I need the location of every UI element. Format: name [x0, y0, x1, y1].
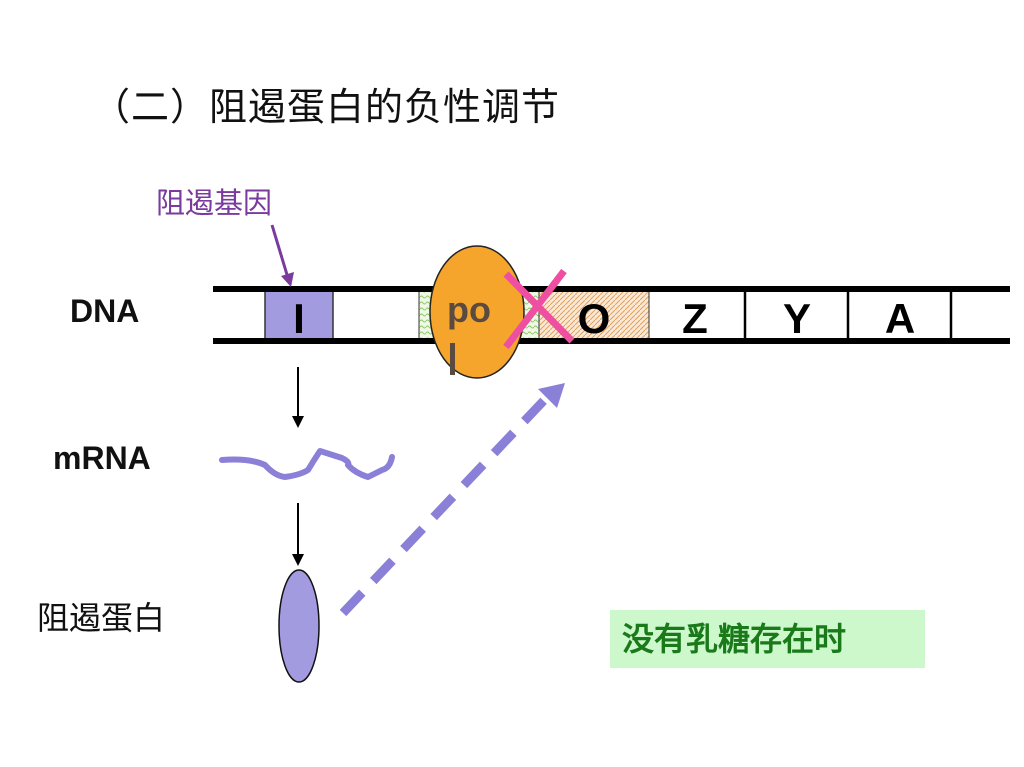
- repressor-protein-label: 阻遏蛋白: [37, 599, 166, 637]
- i-gene-text: I: [293, 295, 305, 342]
- binding-arrowhead: [538, 383, 565, 408]
- polymerase-text-line1: po: [447, 289, 491, 330]
- rna-polymerase: po: [429, 245, 525, 379]
- blocked-x-icon: [503, 268, 575, 350]
- mrna-label: mRNA: [53, 440, 151, 476]
- mrna-strand: [219, 448, 395, 480]
- i-gene-box: [264, 289, 334, 341]
- gene-y-text: Y: [783, 295, 811, 342]
- repressor-gene-label: 阻遏基因: [156, 186, 273, 220]
- transcription-arrowhead: [292, 416, 304, 428]
- operator-region: [538, 289, 650, 341]
- gene-z-text: Z: [682, 295, 708, 342]
- binding-dashed-arrow: [339, 390, 554, 617]
- gene-a-text: A: [885, 295, 915, 342]
- dna-strand: I O Z Y A: [213, 286, 1010, 344]
- repressor-protein-shape: [278, 569, 320, 683]
- polymerase-text-line2-glyph: [450, 343, 455, 375]
- gene-pointer-line: [270, 224, 290, 279]
- gene-pointer-arrowhead: [281, 272, 294, 287]
- slide-title: （二）阻遏蛋白的负性调节: [92, 85, 561, 129]
- condition-note: 没有乳糖存在时: [610, 610, 925, 668]
- translation-arrowhead: [292, 554, 304, 566]
- dna-label: DNA: [70, 293, 140, 329]
- operator-text: O: [578, 295, 611, 342]
